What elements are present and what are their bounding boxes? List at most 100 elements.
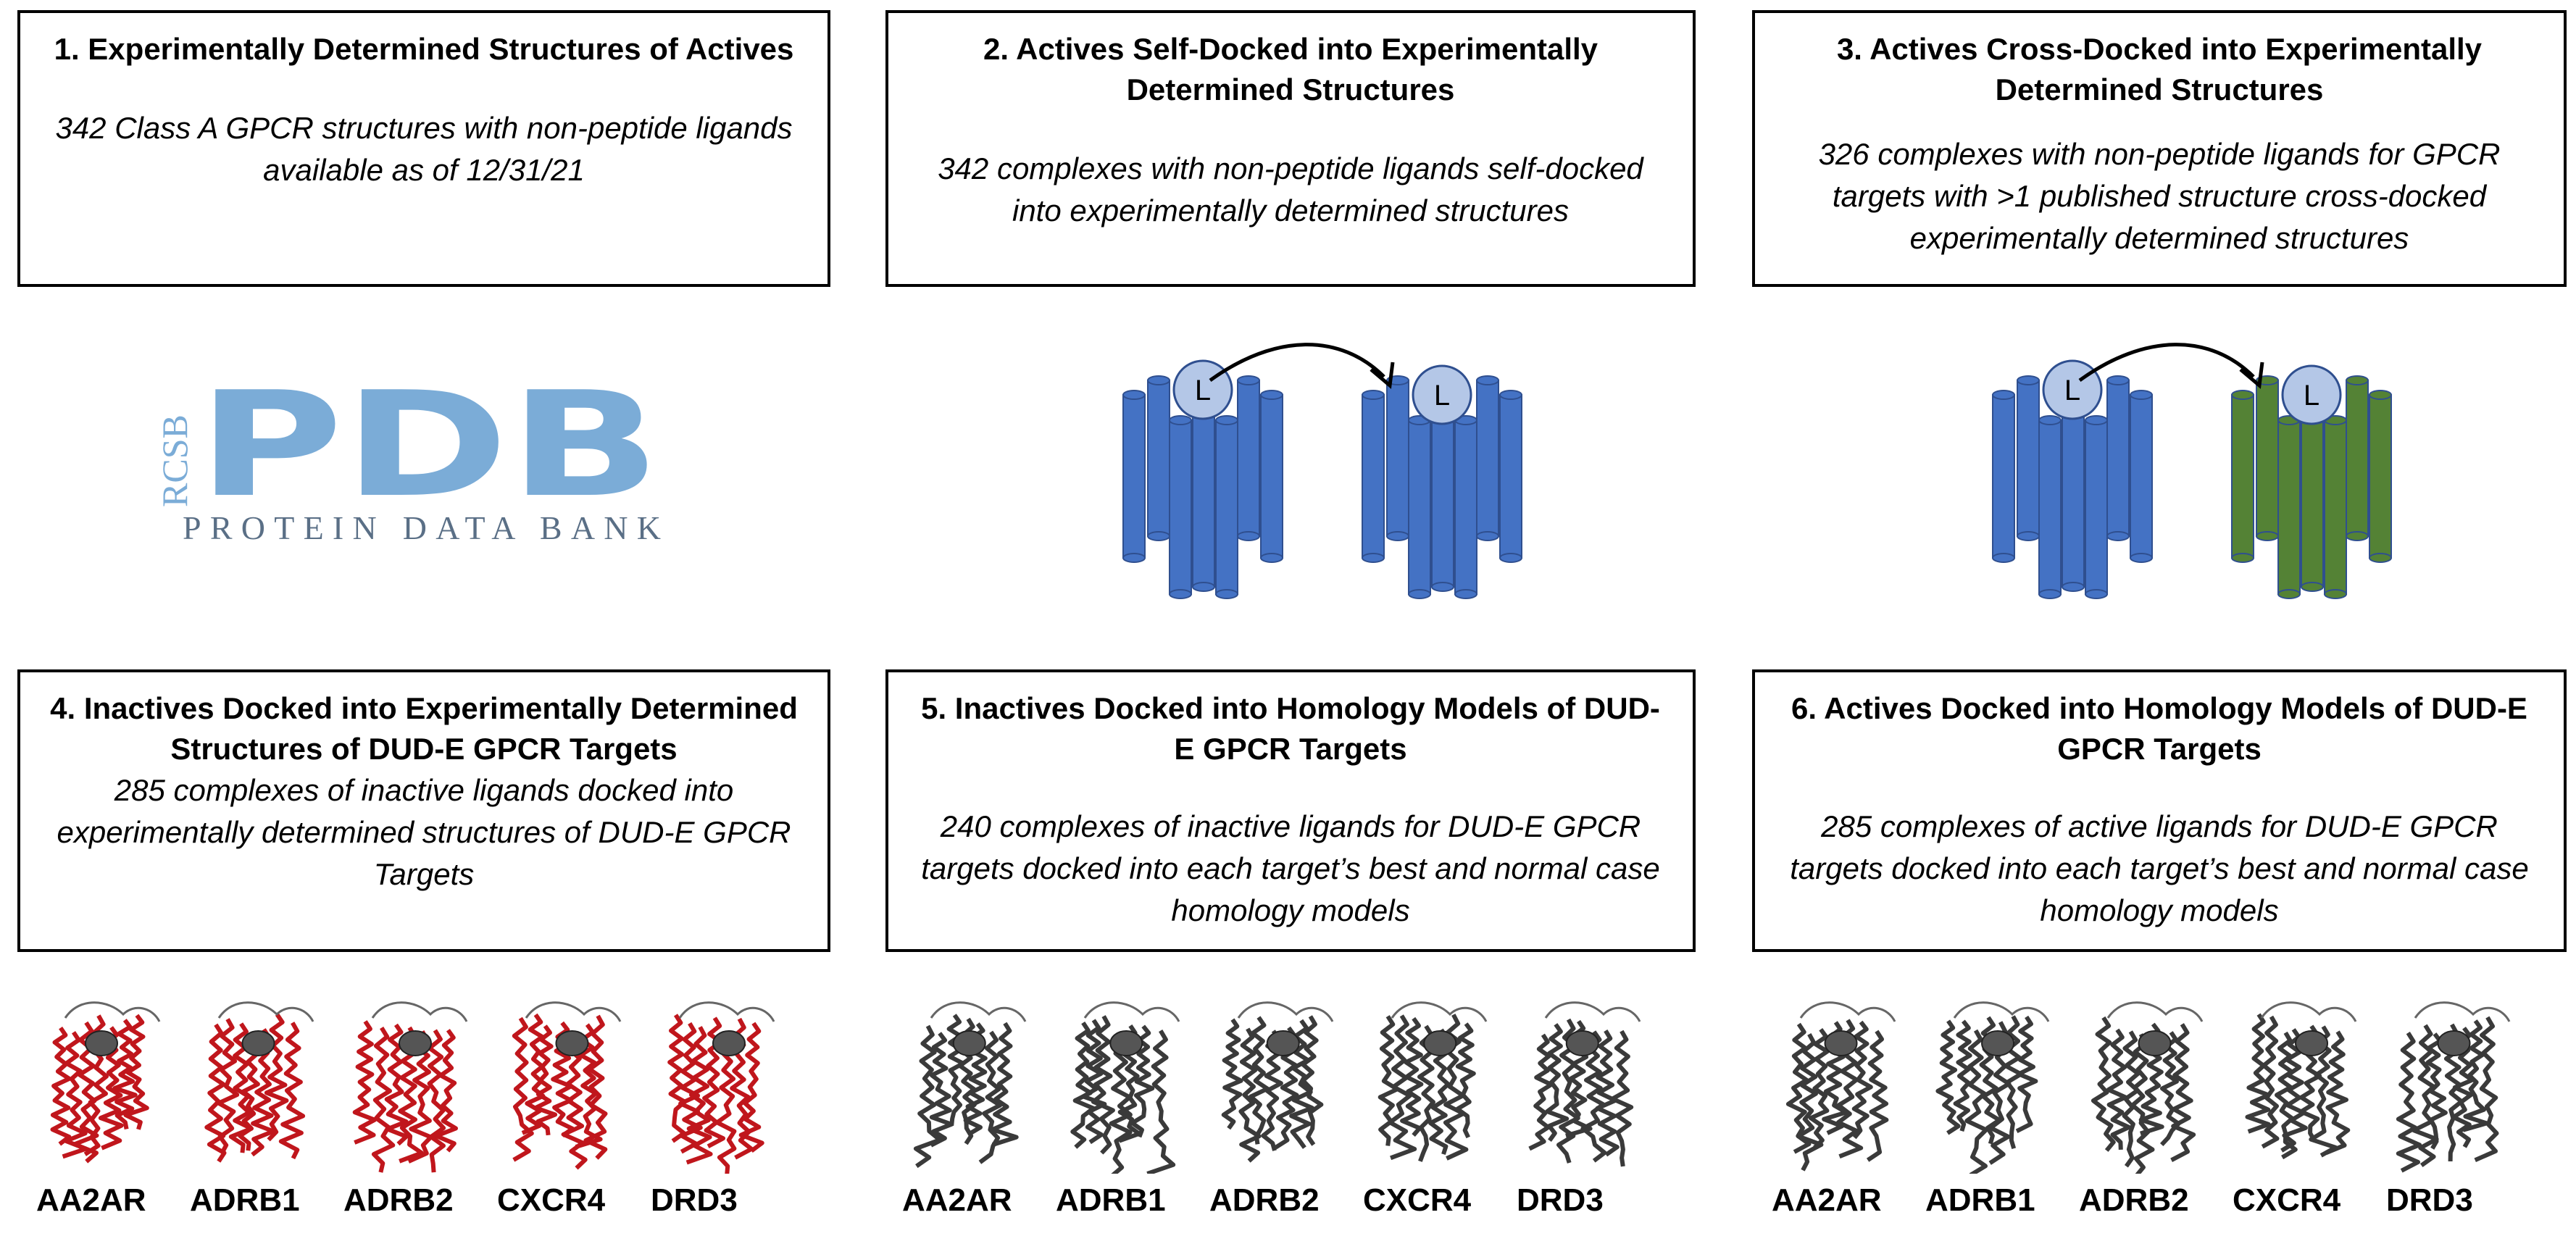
self-dock-receptor-target-helix xyxy=(1499,390,1522,563)
panel-6-title: 6. Actives Docked into Homology Models o… xyxy=(1791,691,2527,766)
cross-dock-receptor-source-helix xyxy=(2085,415,2108,599)
panel-2: 2. Actives Self-Docked into Experimental… xyxy=(885,10,1696,287)
target-label: ADRB1 xyxy=(1056,1182,1166,1218)
structure-drd3-group-6 xyxy=(2396,1001,2511,1173)
cross-dock-receptor-target xyxy=(2231,375,2392,599)
self-dock-receptor-target-helix xyxy=(1362,390,1385,563)
panel-5-title: 5. Inactives Docked into Homology Models… xyxy=(921,691,1660,766)
structure-drd3-group-4 xyxy=(667,1001,775,1174)
panel-5-description: 240 complexes of inactive ligands for DU… xyxy=(921,809,1660,927)
self-dock-receptor-source-helix xyxy=(1169,415,1192,599)
self-dock-receptor-source xyxy=(1122,375,1283,599)
cross-dock-ligand-source-label: L xyxy=(2064,375,2080,406)
structure-ribbon xyxy=(204,1001,314,1163)
panel-5: 5. Inactives Docked into Homology Models… xyxy=(885,669,1696,952)
cross-dock-receptor-target-helix xyxy=(2256,375,2279,541)
target-label: AA2AR xyxy=(902,1182,1012,1218)
structure-ribbon xyxy=(667,1001,775,1174)
cross-dock-ligand-target-label: L xyxy=(2304,380,2319,412)
target-label: ADRB2 xyxy=(2079,1182,2189,1218)
structure-adrb2-group-5 xyxy=(1221,1001,1334,1163)
structure-aa2ar-group-5 xyxy=(913,1001,1027,1169)
cross-dock-receptor-target-helix xyxy=(2324,415,2347,599)
structure-ribbon xyxy=(1221,1001,1334,1163)
panel-4-title: 4. Inactives Docked into Experimentally … xyxy=(50,691,798,766)
structure-ribbon xyxy=(2245,1001,2357,1160)
panel-1-title: 1. Experimentally Determined Structures … xyxy=(54,32,794,66)
structure-ribbon xyxy=(50,1001,161,1164)
self-dock-receptor-target-helix xyxy=(1431,404,1454,592)
panel-6: 6. Actives Docked into Homology Models o… xyxy=(1752,669,2567,952)
self-dock-receptor-target-helix xyxy=(1476,375,1499,541)
target-label: CXCR4 xyxy=(497,1182,606,1218)
self-dock-receptor-target xyxy=(1362,375,1522,599)
target-label: ADRB2 xyxy=(343,1182,454,1218)
self-dock-receptor-source-helix xyxy=(1260,390,1283,563)
structure-adrb1-group-4 xyxy=(204,1001,314,1163)
cross-dock-receptor-source-helix xyxy=(2038,415,2062,599)
structure-ribbon xyxy=(1785,1001,1896,1172)
target-label: ADRB1 xyxy=(190,1182,300,1218)
pdb-logo-rcsb: RCSB xyxy=(154,414,195,507)
self-dock-receptor-source-helix xyxy=(1122,390,1146,563)
cross-dock-receptor-source-helix xyxy=(2017,375,2040,541)
panel-4-description: 285 complexes of inactive ligands docked… xyxy=(57,773,791,891)
cross-dock-receptor-source-helix xyxy=(2106,375,2130,541)
structure-ribbon xyxy=(1528,1001,1641,1167)
pdb-logo-subtitle: PROTEIN DATA BANK xyxy=(183,509,661,546)
structure-cxcr4-group-4 xyxy=(512,1001,622,1170)
cross-dock-receptor-target-helix xyxy=(2231,390,2254,563)
target-label: ADRB2 xyxy=(1209,1182,1320,1218)
self-dock-receptor-source-helix xyxy=(1237,375,1260,541)
self-dock-ligand-target-label: L xyxy=(1434,380,1450,412)
structure-drd3-group-5 xyxy=(1528,1001,1641,1167)
pdb-logo-letters: PDB xyxy=(197,362,661,530)
self-dock-receptor-source-helix xyxy=(1215,415,1238,599)
self-dock-receptor-target-helix xyxy=(1386,375,1409,541)
panel-1-description: 342 Class A GPCR structures with non-pep… xyxy=(55,111,793,187)
self-dock-receptor-source-helix xyxy=(1192,404,1215,592)
target-label: DRD3 xyxy=(1517,1182,1604,1218)
structure-adrb1-group-5 xyxy=(1070,1001,1180,1174)
target-label: AA2AR xyxy=(1772,1182,1882,1218)
structure-ribbon xyxy=(2091,1001,2204,1174)
self-dock-receptor-target-helix xyxy=(1408,415,1431,599)
panel-3: 3. Actives Cross-Docked into Experimenta… xyxy=(1752,10,2567,287)
cross-dock-receptor-source-helix xyxy=(2062,404,2085,592)
structure-ribbon xyxy=(352,1001,468,1173)
panel-3-title: 3. Actives Cross-Docked into Experimenta… xyxy=(1836,32,2483,107)
structure-ribbon xyxy=(1935,1001,2050,1174)
self-dock-arrow xyxy=(1209,343,1395,389)
self-dock-receptor-source-helix xyxy=(1147,375,1170,541)
target-label: DRD3 xyxy=(2386,1182,2473,1218)
structure-cxcr4-group-6 xyxy=(2245,1001,2357,1160)
panel-2-title: 2. Actives Self-Docked into Experimental… xyxy=(983,32,1598,107)
cross-dock-ligand-target: L xyxy=(2281,364,2342,425)
structure-ribbon xyxy=(512,1001,622,1170)
target-label: DRD3 xyxy=(651,1182,738,1218)
cross-dock-receptor-source-helix xyxy=(2130,390,2153,563)
target-label: AA2AR xyxy=(36,1182,146,1218)
cross-dock-receptor-target-helix xyxy=(2301,404,2324,592)
structure-adrb1-group-6 xyxy=(1935,1001,2050,1174)
structure-ribbon xyxy=(2396,1001,2511,1173)
structure-ribbon xyxy=(1377,1001,1488,1162)
target-label: CXCR4 xyxy=(1363,1182,1472,1218)
pdb-logo: RCSB PDB PROTEIN DATA BANK xyxy=(154,362,661,546)
cross-dock-receptor-target-helix xyxy=(2369,390,2392,563)
structure-adrb2-group-6 xyxy=(2091,1001,2204,1174)
structure-ribbon xyxy=(913,1001,1027,1169)
panel-2-description: 342 complexes with non-peptide ligands s… xyxy=(938,151,1643,227)
cross-dock-receptor-source xyxy=(1992,375,2153,599)
panel-1: 1. Experimentally Determined Structures … xyxy=(17,10,830,287)
self-dock-receptor-target-helix xyxy=(1454,415,1477,599)
structure-aa2ar-group-4 xyxy=(50,1001,161,1164)
structure-cxcr4-group-5 xyxy=(1377,1001,1488,1162)
cross-dock-receptor-target-helix xyxy=(2277,415,2301,599)
structure-adrb2-group-4 xyxy=(352,1001,468,1173)
target-label: ADRB1 xyxy=(1925,1182,2035,1218)
target-label: CXCR4 xyxy=(2233,1182,2341,1218)
cross-dock-receptor-source-helix xyxy=(1992,390,2015,563)
